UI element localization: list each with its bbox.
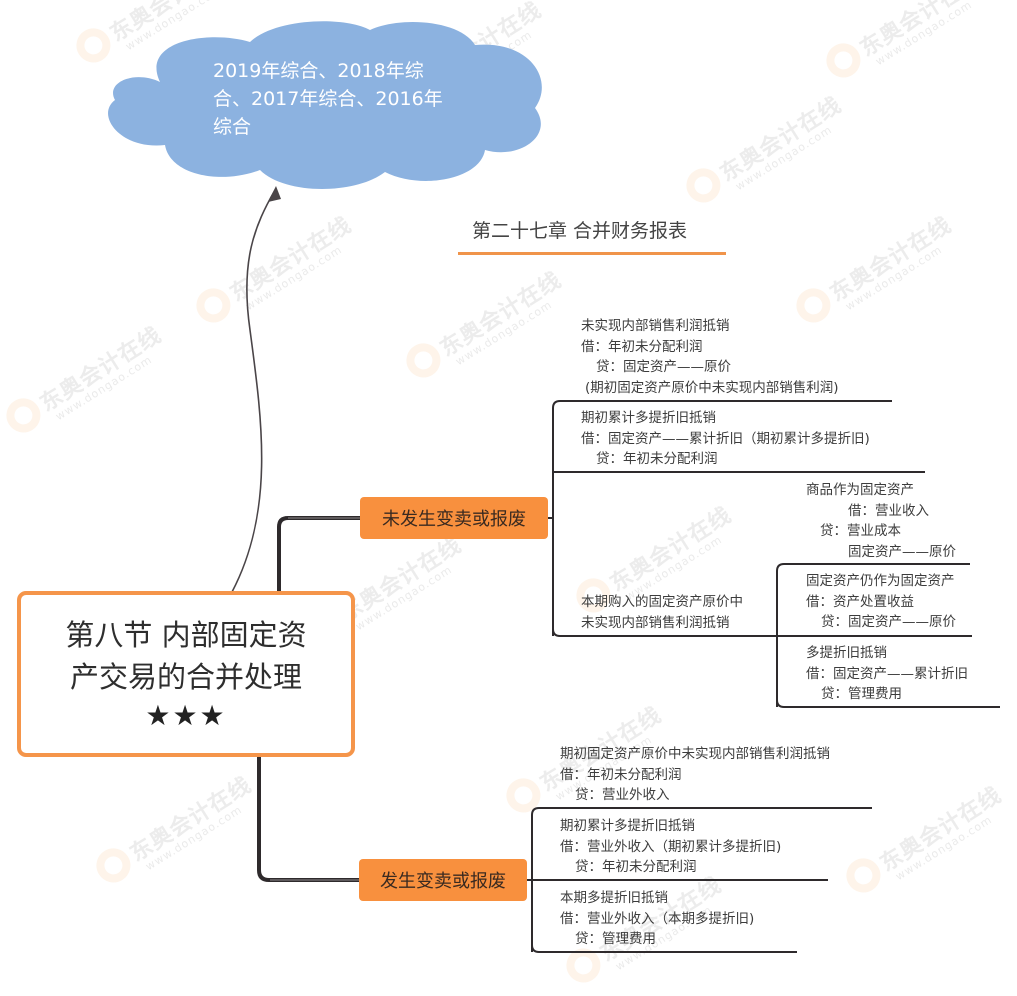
chapter-title: 第二十七章 合并财务报表 — [472, 220, 688, 242]
leaf-fixed-asset-still-fixed-asset[interactable]: 固定资产仍作为固定资产 借：资产处置收益 贷：固定资产——原价 — [806, 573, 956, 630]
cloud-callout-text: 2019年综合、2018年综合、2017年综合、2016年综合 — [213, 60, 443, 138]
leaf-current-period-purchase[interactable]: 本期购入的固定资产原价中 未实现内部销售利润抵销 — [581, 594, 743, 631]
root-topic-title: 第八节 内部固定资产交易的合并处理 — [65, 618, 307, 694]
leaf-opening-unrealized-profit-elimination[interactable]: 期初固定资产原价中未实现内部销售利润抵销 借：年初未分配利润 贷：营业外收入 — [560, 746, 830, 803]
connector-lines — [231, 186, 1000, 953]
chapter-title-underline — [458, 252, 726, 255]
leaf-excess-depreciation-elimination[interactable]: 多提折旧抵销 借：固定资产——累计折旧 贷：管理费用 — [806, 645, 968, 702]
leaf-current-excess-depreciation-sold[interactable]: 本期多提折旧抵销 借：营业外收入（本期多提折旧) 贷：管理费用 — [560, 890, 755, 947]
leaf-opening-excess-depreciation-sold[interactable]: 期初累计多提折旧抵销 借：营业外收入（期初累计多提折旧) 贷：年初未分配利润 — [560, 818, 782, 875]
branch-node-not-sold-or-scrapped[interactable]: 未发生变卖或报废 — [360, 497, 548, 539]
leaf-goods-as-fixed-asset[interactable]: 商品作为固定资产 借：营业收入 贷：营业成本 固定资产——原价 — [806, 482, 956, 560]
importance-stars-icon: ★★★ — [145, 699, 227, 732]
leaf-unrealized-profit-elimination[interactable]: 未实现内部销售利润抵销 借：年初未分配利润 贷：固定资产——原价 (期初固定资产… — [581, 318, 839, 396]
root-topic-node[interactable]: 第八节 内部固定资产交易的合并处理 ★★★ — [17, 591, 355, 757]
cloud-callout-shape — [108, 21, 542, 190]
leaf-opening-excess-depreciation[interactable]: 期初累计多提折旧抵销 借：固定资产——累计折旧（期初累计多提折旧) 贷：年初未分… — [581, 410, 870, 467]
branch-node-sold-or-scrapped[interactable]: 发生变卖或报废 — [359, 859, 527, 901]
